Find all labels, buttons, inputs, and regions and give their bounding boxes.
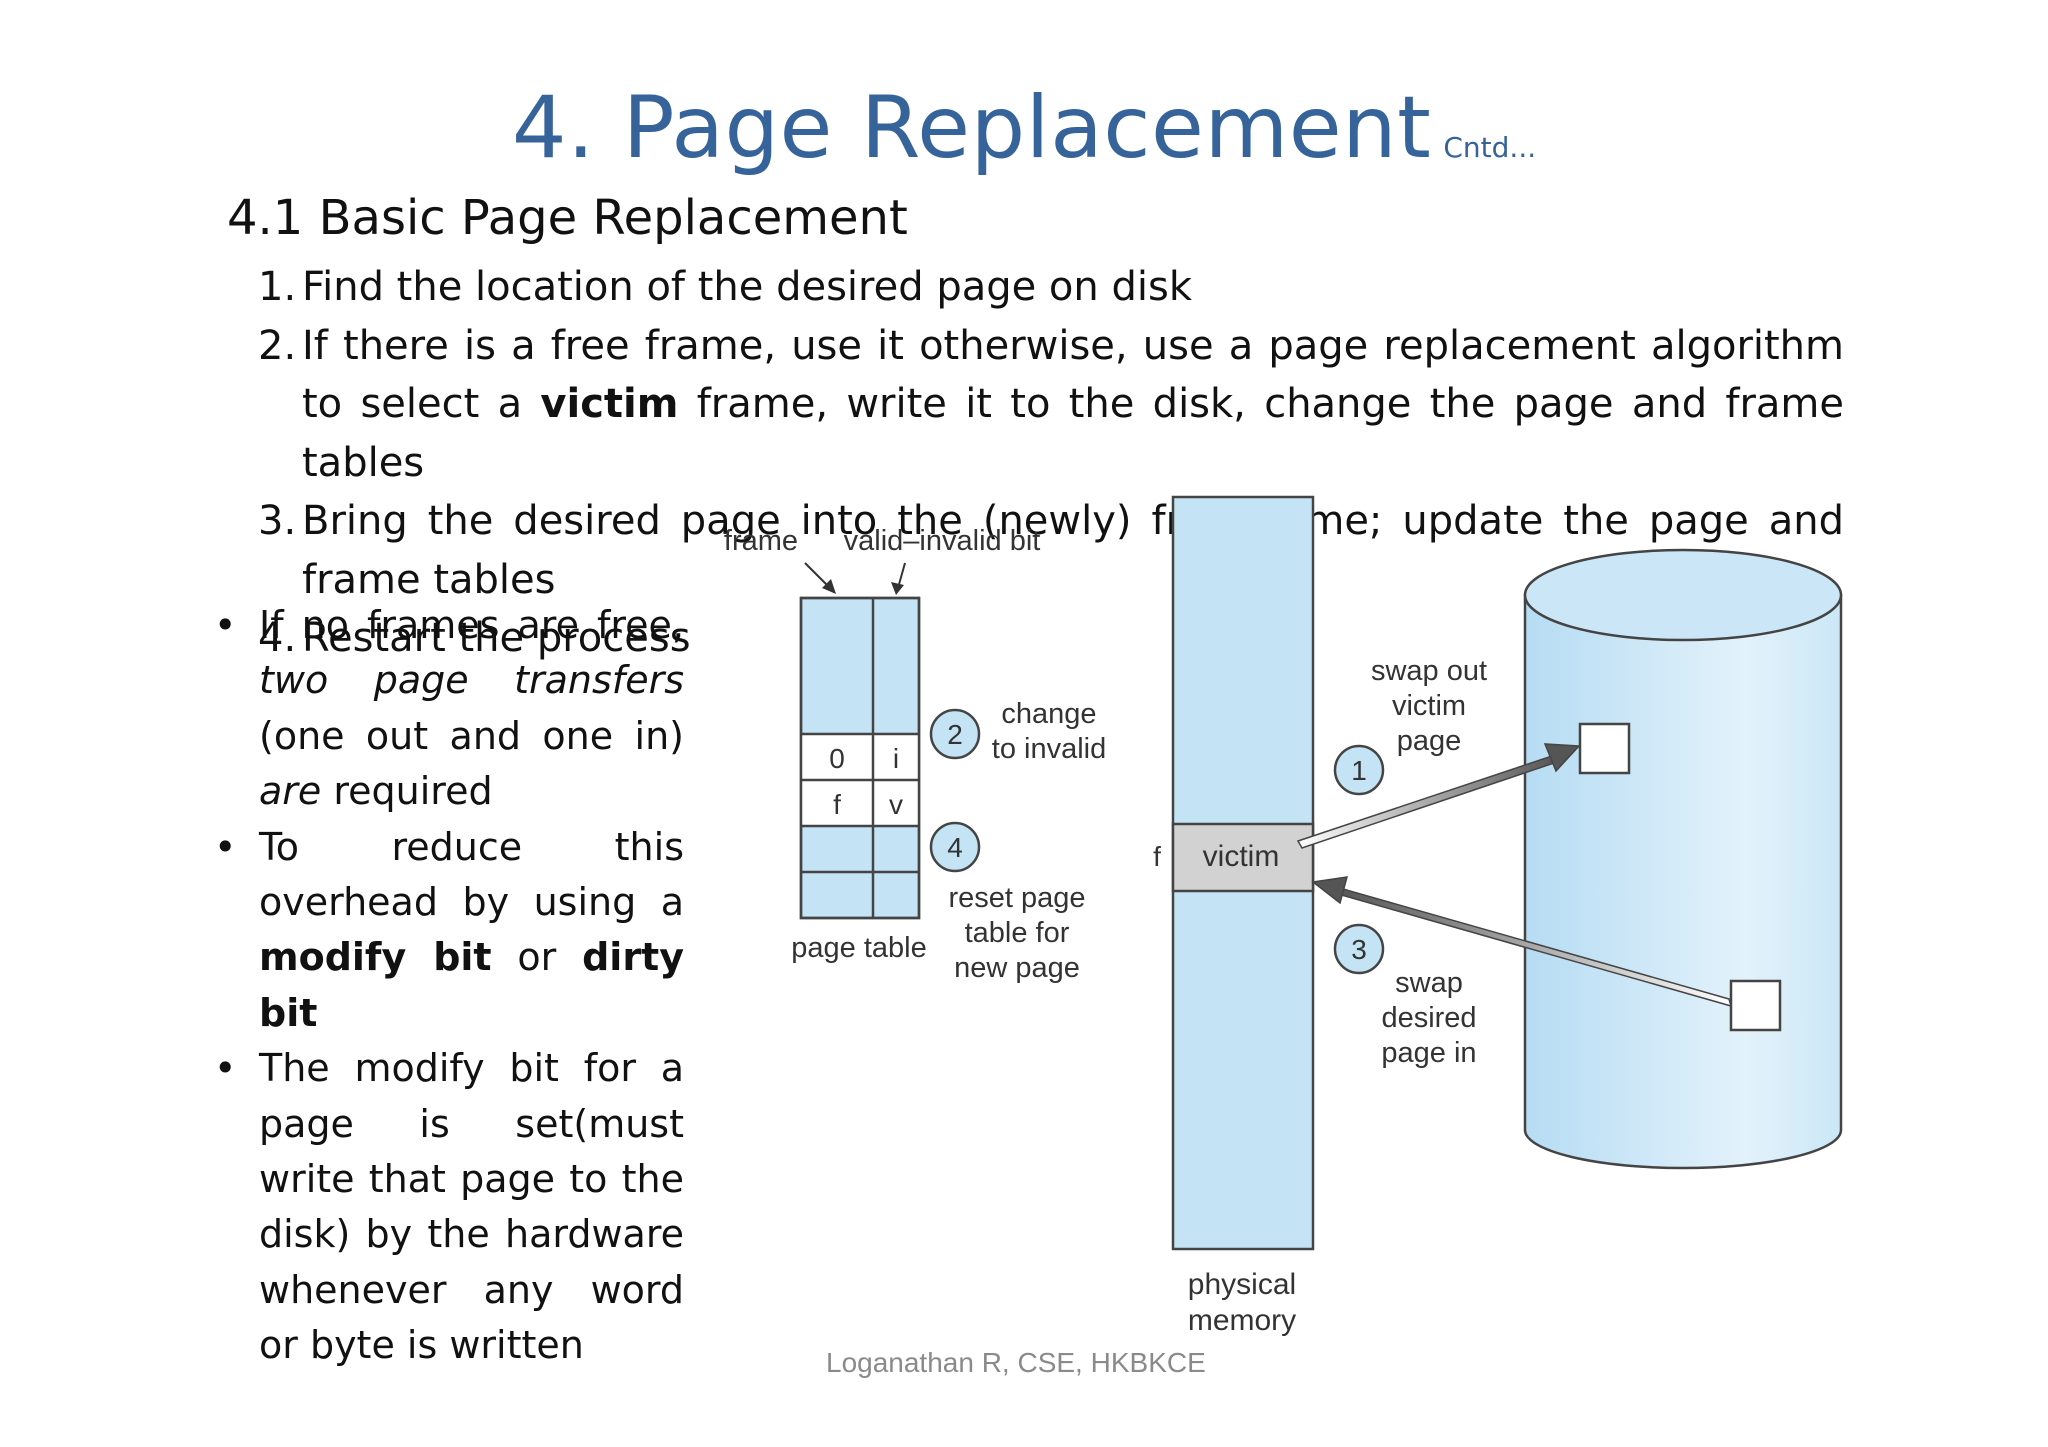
physical-memory-label: memory — [1188, 1304, 1296, 1337]
step-item: 3. Bring the desired page into the (newl… — [258, 492, 1844, 609]
swap-in-arrow — [1311, 876, 1733, 1008]
bullet-dot: • — [214, 603, 237, 647]
bullet-dot: • — [214, 1046, 237, 1091]
bullet-text: required — [321, 769, 493, 814]
bullet-emphasis: are — [259, 769, 322, 814]
bullet-text: If no frames are free, — [259, 603, 684, 647]
bullet-text: (one out and one in) — [259, 713, 684, 758]
backing-store-disk — [1523, 548, 1843, 1170]
step-4-number: 4 — [947, 832, 963, 863]
step-text: frame, write it to the disk, change the … — [302, 381, 1844, 486]
footer-credit: Loganathan R, CSE, HKBKCE — [826, 1347, 1206, 1378]
step-number: 1. — [258, 264, 297, 310]
entry-bit-i: i — [893, 743, 899, 774]
step-text: Bring the desired page into the (newly) … — [302, 498, 1844, 603]
entry-bit-v: v — [889, 789, 903, 820]
bullet-item: • The modify bit for a page is set(must … — [214, 1041, 684, 1373]
title-main: 4. Page Replacement — [511, 78, 1432, 178]
reset-label: new page — [954, 952, 1080, 984]
steps-list: 1. Find the location of the desired page… — [258, 258, 1844, 668]
bullet-text: The modify bit for a page is set(must wr… — [259, 1046, 684, 1368]
entry-frame-f: f — [833, 789, 841, 820]
step-item: 4. Restart the process — [258, 609, 942, 668]
physical-memory-label: physical — [1188, 1268, 1296, 1301]
step-1-number: 1 — [1351, 755, 1367, 786]
physical-memory: victim f physical memory — [1153, 495, 1315, 1337]
bullet-emphasis: two page transfers — [259, 658, 684, 703]
frame-f-label: f — [1153, 841, 1161, 872]
page-table-label: page table — [791, 932, 926, 964]
swap-in-label: desired — [1381, 1002, 1476, 1034]
victim-frame — [1171, 822, 1315, 893]
step-number: 4. — [258, 615, 297, 661]
victim-page-on-disk — [1578, 722, 1631, 775]
reset-label: table for — [965, 917, 1070, 949]
bullet-strong: dirty bit — [259, 935, 684, 1035]
arrow-head-icon — [891, 582, 904, 595]
step-2-marker: 2 change to invalid — [929, 698, 1106, 765]
step-3-number: 3 — [1351, 934, 1367, 965]
title-sub: Cntd... — [1443, 131, 1537, 164]
section-heading: 4.1 Basic Page Replacement — [227, 190, 908, 246]
step-number: 3. — [258, 498, 297, 544]
bullet-item: • If no frames are free, two page transf… — [214, 598, 684, 820]
bullet-text: or — [491, 935, 583, 980]
change-label: change — [1001, 698, 1096, 730]
page-table: 0 i f v page table frame valid–invalid b… — [724, 525, 1040, 964]
bullet-dot: • — [214, 824, 237, 869]
step-2-number: 2 — [947, 719, 963, 750]
victim-emphasis: victim — [540, 381, 679, 427]
swap-out-arrow — [1296, 743, 1581, 849]
swap-out-label: victim — [1392, 690, 1466, 722]
swap-in-label: page in — [1381, 1037, 1476, 1069]
step-item: 2. If there is a free frame, use it othe… — [258, 317, 1844, 493]
valid-invalid-bit-label: valid–invalid bit — [844, 525, 1041, 557]
reset-label: reset page — [948, 882, 1085, 914]
step-3-marker: 3 swap desired page in — [1333, 923, 1477, 1069]
step-text: If there is a free frame, use it otherwi… — [302, 322, 1844, 428]
desired-page-on-disk — [1729, 979, 1782, 1032]
entry-frame-0: 0 — [829, 743, 845, 774]
step-4-marker: 4 reset page table for new page — [929, 821, 1086, 984]
step-text: Find the location of the desired page on… — [302, 264, 1192, 310]
bullet-text: To reduce this overhead by using a — [259, 824, 684, 925]
step-1-marker: 1 swap out victim page — [1333, 655, 1487, 796]
bullet-list: • If no frames are free, two page transf… — [214, 598, 684, 1374]
bullet-strong: modify bit — [259, 935, 492, 980]
swap-out-label: page — [1397, 725, 1462, 757]
step-item: 1. Find the location of the desired page… — [258, 258, 1844, 317]
bit-pointer-line — [897, 562, 906, 589]
step-text: Restart the process — [302, 615, 691, 661]
step-number: 2. — [258, 322, 297, 369]
change-label: to invalid — [992, 733, 1106, 765]
bullet-item: • To reduce this overhead by using a mod… — [214, 820, 684, 1042]
swap-in-label: swap — [1395, 967, 1463, 999]
arrow-head-icon — [822, 579, 836, 594]
victim-label: victim — [1203, 840, 1280, 873]
frame-column-label: frame — [724, 525, 798, 557]
swap-out-label: swap out — [1371, 655, 1487, 687]
